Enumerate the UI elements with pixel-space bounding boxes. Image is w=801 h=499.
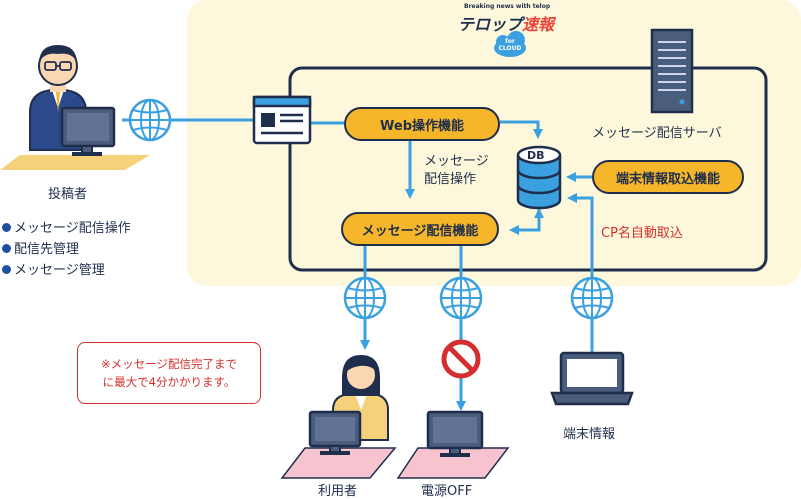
power-off-label: 電源OFF (421, 484, 473, 499)
list-item: メッセージ管理 (2, 260, 131, 281)
message-delivery-function: メッセージ配信機能 (341, 212, 499, 246)
message-operation-line2: 配信操作 (424, 172, 477, 187)
server-rack-icon (650, 28, 694, 114)
user-person-icon (280, 355, 397, 479)
terminal-info-import-function: 端末情報取込機能 (592, 160, 744, 194)
power-off-monitor-icon (396, 410, 510, 479)
cp-auto-import-label: CP名自動取込 (601, 226, 683, 241)
database-icon (516, 145, 562, 210)
web-operation-function: Web操作機能 (344, 107, 500, 141)
logo-tagline: Breaking news with telop (464, 3, 551, 10)
bullet-text: メッセージ管理 (14, 263, 105, 278)
logo-name-part1: テロップ (458, 15, 523, 34)
laptop-icon (550, 351, 634, 406)
note-line1: ※メッセージ配信完了まで (101, 357, 237, 371)
note-line2: に最大で4分かかります。 (102, 375, 236, 389)
delivery-time-note: ※メッセージ配信完了まで に最大で4分かかります。 (77, 342, 261, 404)
bullet-dot-icon (2, 244, 11, 253)
browser-window-icon (252, 95, 312, 145)
poster-label: 投稿者 (48, 187, 88, 202)
message-operation-label: メッセージ 配信操作 (424, 153, 489, 189)
logo-name: テロップ速報 (458, 11, 554, 35)
terminal-info-label: 端末情報 (563, 427, 616, 442)
globe-icon (439, 276, 483, 320)
logo-for-text: for (505, 38, 515, 45)
logo-cloud-label: for CLOUD (494, 38, 526, 52)
bullet-dot-icon (2, 223, 11, 232)
logo-name-part2: 速報 (522, 15, 555, 34)
user-label: 利用者 (318, 484, 358, 499)
db-label: DB (527, 149, 545, 162)
globe-icon (343, 276, 387, 320)
poster-person-icon (0, 45, 150, 170)
bullet-text: メッセージ配信操作 (14, 221, 131, 236)
list-item: 配信先管理 (2, 239, 131, 260)
bullet-text: 配信先管理 (14, 242, 80, 257)
poster-capabilities-list: メッセージ配信操作 配信先管理 メッセージ管理 (2, 218, 131, 281)
server-label: メッセージ配信サーバ (592, 126, 722, 141)
message-operation-line1: メッセージ (424, 154, 489, 169)
globe-icon (570, 276, 614, 320)
server-boundary (288, 66, 768, 272)
logo-cloud-text: CLOUD (498, 45, 522, 52)
cloud-logo-icon (494, 31, 526, 57)
list-item: メッセージ配信操作 (2, 218, 131, 239)
prohibited-icon (441, 339, 481, 379)
bullet-dot-icon (2, 265, 11, 274)
cloud-region (187, 0, 801, 286)
globe-icon (128, 98, 172, 142)
